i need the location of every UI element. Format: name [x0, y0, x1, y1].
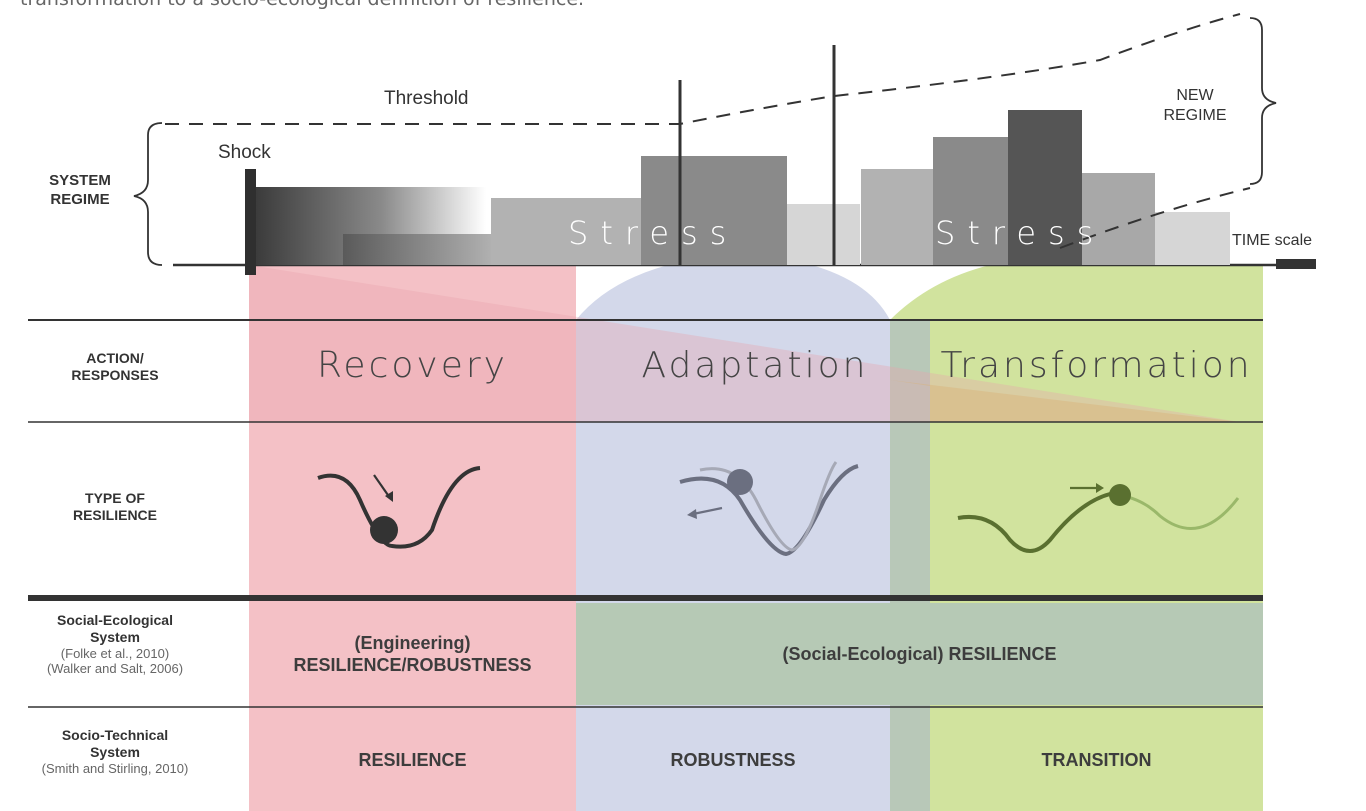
shock-line	[245, 169, 256, 275]
shock-label: Shock	[218, 142, 271, 163]
sts-ref: (Smith and Stirling, 2010)	[41, 760, 189, 776]
sts-robustness-cell: ROBUSTNESS	[670, 749, 796, 770]
recovery-well-icon	[317, 466, 481, 549]
intro-text: transformation to a socio-ecological def…	[20, 0, 584, 10]
ses-engineering-cell: (Engineering) RESILIENCE/ROBUSTNESS	[249, 603, 576, 705]
time-scale-label: TIME scale	[1232, 232, 1313, 249]
sts-resilience-cell: RESILIENCE	[358, 749, 467, 770]
new-regime-label: NEW REGIME	[1163, 87, 1227, 124]
adaptation-well-icon	[679, 461, 859, 557]
ses-ref-2: (Walker and Salt, 2006)	[46, 661, 184, 677]
phase-recovery: Recovery	[317, 345, 508, 386]
sts-label: Socio-Technical System (Smith and Stirli…	[0, 727, 230, 776]
action-responses-label: ACTION/ RESPONSES	[0, 350, 230, 384]
bar-10	[1155, 212, 1230, 265]
ses-resilience-cell: (Social-Ecological) RESILIENCE	[782, 643, 1057, 664]
threshold-upper	[165, 13, 1241, 125]
overlap-column	[890, 320, 930, 811]
stress-label-2: Stress	[935, 214, 1106, 252]
bar-6	[861, 169, 933, 265]
threshold-label: Threshold	[384, 88, 469, 109]
bar-3	[491, 198, 641, 265]
system-regime-label: SYSTEM REGIME	[49, 172, 111, 208]
phase-adaptation: Adaptation	[641, 345, 869, 386]
type-of-resilience-text: TYPE OF RESILIENCE	[72, 490, 157, 523]
recovery-wedge	[249, 265, 1240, 422]
phase-transformation: Transformation	[940, 345, 1253, 386]
sts-transition-cell: TRANSITION	[1041, 749, 1152, 770]
ses-title: Social-Ecological System	[57, 612, 173, 645]
bar-9	[1082, 173, 1155, 265]
bar-5	[787, 204, 860, 265]
stress-label-1: Stress	[568, 214, 739, 252]
threshold-lower	[1059, 187, 1251, 249]
ses-label: Social-Ecological System (Folke et al., …	[0, 612, 230, 677]
bar-4	[641, 156, 787, 265]
new-regime-brace	[1249, 17, 1277, 185]
transformation-well-icon	[957, 483, 1240, 553]
ses-engineering-line1: (Engineering)	[354, 632, 471, 653]
ses-band	[576, 603, 1263, 705]
bar-8	[1008, 110, 1082, 265]
recovery-column	[249, 265, 576, 811]
action-responses-text: ACTION/ RESPONSES	[71, 350, 159, 383]
system-regime-brace	[133, 122, 163, 266]
time-scale-bar	[1276, 259, 1316, 269]
bar-7	[933, 137, 1008, 265]
bar-2	[343, 234, 491, 265]
type-of-resilience-label: TYPE OF RESILIENCE	[0, 490, 230, 524]
ses-engineering-line2: RESILIENCE/ROBUSTNESS	[293, 655, 532, 675]
transformation-wedge	[890, 380, 1240, 422]
ses-ref-1: (Folke et al., 2010)	[60, 645, 170, 661]
sts-title: Socio-Technical System	[61, 727, 169, 760]
